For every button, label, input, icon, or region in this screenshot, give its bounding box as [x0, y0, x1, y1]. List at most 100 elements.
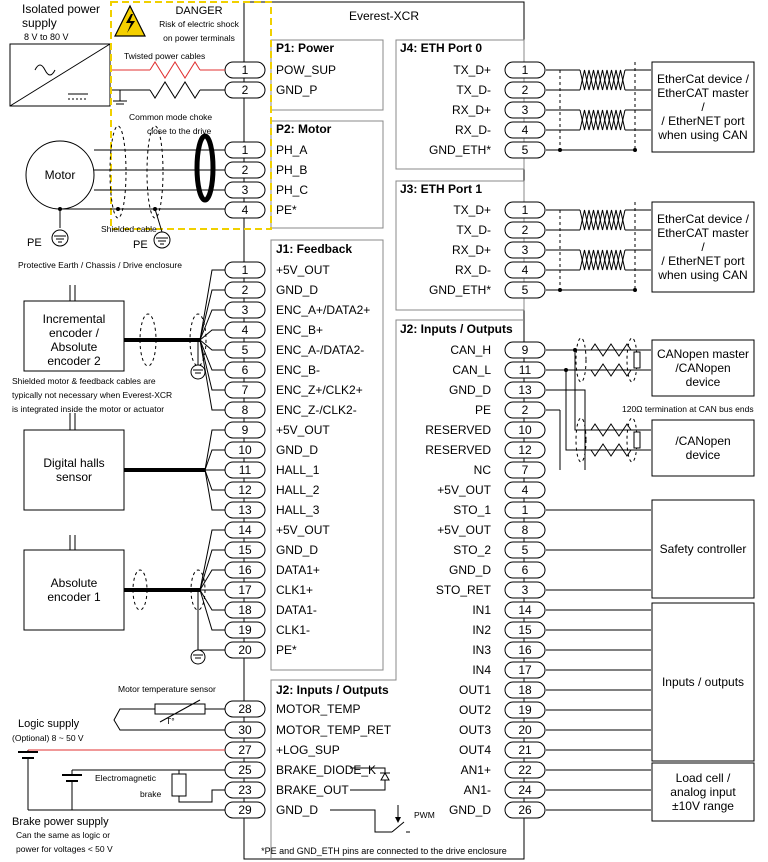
right-pin-name: RESERVED: [425, 443, 491, 457]
power-supply-icon: [9, 43, 111, 107]
right-pin-name: TX_D-: [456, 83, 491, 97]
danger-line-1: Risk of electric shock: [159, 19, 240, 29]
left-pin-number: 28: [238, 702, 252, 716]
external-device: Load cell /analog input±10V range: [651, 762, 755, 822]
left-pin-number: 3: [242, 183, 249, 197]
right-pin: TX_D- 2: [456, 221, 546, 239]
device-label: EtherCAT master: [657, 226, 749, 240]
right-pin-number: 11: [519, 363, 532, 377]
left-pin-number: 7: [242, 383, 249, 397]
ground-icon-absolute: [190, 649, 206, 665]
right-pin-number: 5: [522, 283, 529, 297]
right-pin-name: +5V_OUT: [437, 483, 491, 497]
device-label: when using CAN: [657, 128, 747, 142]
right-pin-name: TX_D+: [453, 63, 491, 77]
left-pin-name: ENC_Z-/CLK2-: [276, 403, 357, 417]
absolute-encoder-box: [23, 549, 125, 631]
device-label: / EtherNET port: [661, 114, 745, 128]
right-pin-name: TX_D+: [453, 203, 491, 217]
left-pin-name: PH_B: [276, 163, 307, 177]
right-pin-number: 26: [518, 803, 532, 817]
left-pin-number: 2: [242, 163, 249, 177]
right-pin-number: 19: [518, 703, 532, 717]
power-wires: [110, 61, 225, 105]
left-pin-name: +5V_OUT: [276, 423, 330, 437]
choke-label-1: Common mode choke: [129, 112, 212, 122]
right-pin-name: +5V_OUT: [437, 523, 491, 537]
right-pin-number: 16: [518, 643, 532, 657]
right-pin-number: 10: [518, 423, 532, 437]
motor-label: Motor: [45, 168, 76, 182]
warning-icon: [114, 4, 146, 37]
shield-note-2: typically not necessary when Everest-XCR: [12, 390, 172, 400]
external-device: Safety controller: [651, 499, 755, 599]
left-section-header: P1: Power: [276, 41, 334, 55]
right-pin: RX_D+3: [452, 101, 546, 119]
left-pin-number: 2: [242, 83, 249, 97]
left-pin-name: ENC_A+/DATA2+: [276, 303, 370, 317]
device-label: Inputs / outputs: [662, 675, 744, 689]
left-pin-name: ENC_A-/DATA2-: [276, 343, 364, 357]
right-pin-number: 1: [522, 203, 529, 217]
right-pin: GND_ETH*5: [429, 281, 546, 299]
right-pin-number: 7: [522, 463, 529, 477]
left-pin-number: 1: [242, 263, 249, 277]
left-pin-number: 4: [242, 323, 249, 337]
left-pin: 3 PH_C: [224, 181, 308, 199]
j2-outline: [270, 319, 524, 859]
external-device: Inputs / outputs: [651, 602, 755, 762]
right-pin-name: PE: [475, 403, 491, 417]
device-label: EtherCat device /: [657, 72, 750, 86]
right-pin-name: OUT2: [459, 703, 491, 717]
j1-box: [270, 239, 384, 671]
right-pin: RX_D+3: [452, 241, 546, 259]
ground-icon-encoder: [190, 364, 206, 380]
right-pin-name: TX_D-: [456, 223, 491, 237]
right-pin-number: 13: [518, 383, 532, 397]
left-pin-number: 10: [238, 443, 252, 457]
left-pin-name: CLK1+: [276, 583, 313, 597]
left-pin-number: 8: [242, 403, 249, 417]
power-supply-label-2: supply: [22, 16, 57, 30]
io-wires: [546, 609, 651, 811]
left-pin-number: 19: [238, 623, 252, 637]
left-pin-name: +5V_OUT: [276, 523, 330, 537]
shielded-cable-label: Shielded cable: [101, 224, 157, 234]
right-pin-number: 2: [522, 223, 529, 237]
logic-battery-icon: [18, 749, 225, 810]
right-pin: RX_D-4: [455, 121, 546, 139]
right-pin-number: 3: [522, 243, 529, 257]
left-pin-number: 2: [242, 283, 249, 297]
left-pin-name: ENC_B-: [276, 363, 320, 377]
left-pin-name: DATA1+: [276, 563, 320, 577]
external-device: EtherCat device /EtherCAT master// Ether…: [651, 201, 755, 293]
can-wiring: [546, 337, 651, 470]
left-pin-number: 23: [238, 783, 252, 797]
right-section-header: J4: ETH Port 0: [400, 41, 482, 55]
device-label: / EtherNET port: [661, 254, 745, 268]
left-pin-name: ENC_B+: [276, 323, 323, 337]
right-pin-number: 17: [518, 663, 532, 677]
right-pin-number: 4: [522, 123, 529, 137]
right-pin-number: 3: [522, 103, 529, 117]
left-pin-number: 25: [238, 763, 252, 777]
pe-ground-icon-1: [51, 229, 69, 247]
left-pin-name: PH_C: [276, 183, 308, 197]
left-pin-name: PH_A: [276, 143, 307, 157]
